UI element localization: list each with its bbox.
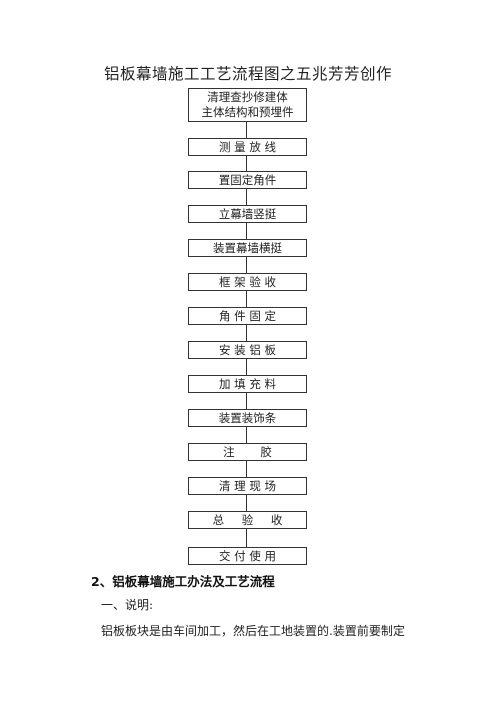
flow-step-label: 加 填 充 料	[219, 376, 276, 391]
flow-step-trim-strips: 装置装饰条	[188, 409, 307, 427]
flow-step-frame-inspection: 框 架 验 收	[188, 273, 307, 291]
flow-step-label: 装置幕墙横挺	[213, 240, 282, 255]
flow-step-transoms: 装置幕墙横挺	[188, 239, 307, 257]
flow-connector	[246, 325, 247, 341]
flow-step-label: 置固定角件	[218, 172, 277, 187]
flow-connector	[246, 122, 247, 138]
flow-step-mullions: 立幕墙竖挺	[188, 205, 307, 223]
flow-connector	[246, 495, 247, 511]
flow-step-label: 交 付 使 用	[219, 548, 276, 563]
flow-step-angle-fixing: 角 件 固 定	[188, 307, 307, 325]
flow-step-label: 框 架 验 收	[219, 274, 276, 289]
flow-connector	[246, 257, 247, 273]
flow-connector	[246, 156, 247, 171]
flow-step-label: 总 验 收	[212, 512, 283, 527]
flow-step-label: 注 胶	[223, 444, 272, 459]
subheading: 一、说明:	[101, 598, 154, 612]
flow-step-label: 装置装饰条	[218, 410, 277, 425]
flow-step-label: 安 装 铝 板	[219, 342, 276, 357]
flow-connector	[246, 529, 247, 547]
document-title: 铝板幕墙施工工艺流程图之五兆芳芳创作	[103, 65, 392, 83]
flow-step-site-cleanup: 清 理 现 场	[188, 477, 307, 495]
flow-step-fix-angle-pieces: 置固定角件	[188, 171, 307, 189]
body-paragraph: 铝板板块是由车间加工，然后在工地装置的.装置前要制定	[101, 624, 405, 638]
flow-connector	[246, 427, 247, 443]
section-heading: 2、铝板幕墙施工办法及工艺流程	[91, 574, 275, 589]
flow-step-label: 角 件 固 定	[219, 308, 276, 323]
flow-connector	[246, 393, 247, 409]
flow-step-label: 立幕墙竖挺	[218, 206, 277, 221]
flow-step-label: 清理查抄修建体 主体结构和预埋件	[201, 90, 294, 119]
flow-step-handover: 交 付 使 用	[188, 547, 307, 565]
flow-step-survey-layout: 测 量 放 线	[188, 138, 307, 156]
flow-step-filler: 加 填 充 料	[188, 375, 307, 393]
flow-connector	[246, 223, 247, 239]
flow-step-install-panels: 安 装 铝 板	[188, 341, 307, 359]
flow-step-final-acceptance: 总 验 收	[188, 511, 307, 529]
flow-connector	[246, 359, 247, 375]
flow-connector	[246, 189, 247, 205]
flow-step-label: 测 量 放 线	[219, 139, 276, 154]
flow-step-sealant: 注 胶	[188, 443, 307, 461]
flow-connector	[246, 291, 247, 307]
flow-connector	[246, 461, 247, 477]
flow-step-label: 清 理 现 场	[219, 478, 276, 493]
flow-step-inspect-structure: 清理查抄修建体 主体结构和预埋件	[188, 88, 307, 122]
